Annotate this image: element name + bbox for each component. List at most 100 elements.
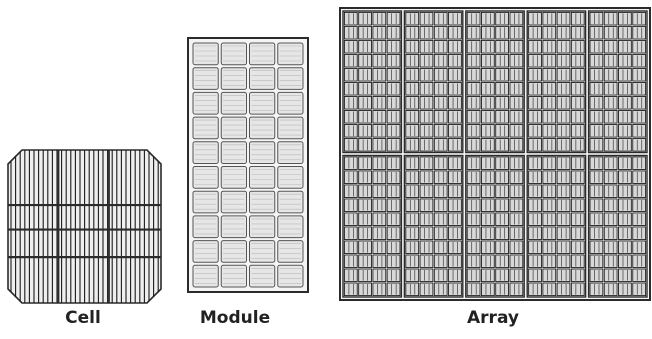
array-cell xyxy=(510,68,523,81)
array-cell xyxy=(420,171,433,184)
array-cell xyxy=(420,283,433,296)
array-cell xyxy=(344,110,357,123)
array-cell xyxy=(633,82,646,95)
array-cell xyxy=(510,199,523,212)
array-cell xyxy=(496,185,509,198)
array-cell xyxy=(406,110,419,123)
array-cell xyxy=(619,124,632,137)
array-cell xyxy=(344,269,357,282)
array-cell xyxy=(496,255,509,268)
array-cell xyxy=(449,124,462,137)
array-cell xyxy=(557,68,570,81)
array-cell xyxy=(406,171,419,184)
array-cell xyxy=(496,157,509,170)
array-cell xyxy=(420,138,433,151)
array-cell xyxy=(373,26,386,39)
array-cell xyxy=(510,213,523,226)
array-cell xyxy=(571,54,584,67)
array-cell xyxy=(557,255,570,268)
array-cell xyxy=(590,40,603,53)
array-cell xyxy=(434,199,447,212)
array-cell xyxy=(510,185,523,198)
array-cell xyxy=(557,283,570,296)
array-cell xyxy=(481,283,494,296)
array-cell xyxy=(604,255,617,268)
array-cell xyxy=(590,269,603,282)
array-cell xyxy=(619,82,632,95)
array-cell xyxy=(496,213,509,226)
array-cell xyxy=(344,68,357,81)
array-cell xyxy=(590,110,603,123)
array-cell xyxy=(434,269,447,282)
array-cell xyxy=(344,241,357,254)
array-cell xyxy=(510,40,523,53)
array-cell xyxy=(373,213,386,226)
array-cell xyxy=(557,227,570,240)
array-cell xyxy=(467,227,480,240)
array-cell xyxy=(571,124,584,137)
array-cell xyxy=(481,199,494,212)
array-cell xyxy=(467,185,480,198)
array-cell xyxy=(406,283,419,296)
array-cell xyxy=(406,213,419,226)
array-cell xyxy=(590,96,603,109)
array-cell xyxy=(543,269,556,282)
array-cell xyxy=(373,110,386,123)
array-cell xyxy=(467,82,480,95)
array-cell xyxy=(406,255,419,268)
array-cell xyxy=(420,199,433,212)
array-cell xyxy=(359,185,372,198)
array-cell xyxy=(571,283,584,296)
array-cell xyxy=(571,213,584,226)
array-cell xyxy=(359,157,372,170)
array-cell xyxy=(467,26,480,39)
array-cell xyxy=(481,171,494,184)
array-cell xyxy=(406,124,419,137)
array-cell xyxy=(406,26,419,39)
array-cell xyxy=(604,138,617,151)
array-cell xyxy=(571,82,584,95)
array-cell xyxy=(373,241,386,254)
array-cell xyxy=(420,213,433,226)
array-cell xyxy=(590,241,603,254)
array-cell xyxy=(420,68,433,81)
array-cell xyxy=(387,82,400,95)
array-cell xyxy=(590,82,603,95)
array-cell xyxy=(529,12,542,25)
array-cell xyxy=(633,199,646,212)
array-cell xyxy=(420,26,433,39)
array-cell xyxy=(543,96,556,109)
array-cell xyxy=(496,68,509,81)
array-cell xyxy=(571,96,584,109)
array-cell xyxy=(359,255,372,268)
array-cell xyxy=(619,269,632,282)
solar-module-illustration xyxy=(188,38,308,292)
array-cell xyxy=(406,185,419,198)
array-cell xyxy=(387,138,400,151)
array-cell xyxy=(604,185,617,198)
array-cell xyxy=(434,68,447,81)
array-cell xyxy=(633,40,646,53)
array-cell xyxy=(619,110,632,123)
array-cell xyxy=(373,185,386,198)
array-cell xyxy=(449,138,462,151)
array-cell xyxy=(529,26,542,39)
array-cell xyxy=(604,110,617,123)
array-cell xyxy=(543,124,556,137)
array-cell xyxy=(449,283,462,296)
array-cell xyxy=(619,40,632,53)
array-cell xyxy=(359,54,372,67)
array-cell xyxy=(590,171,603,184)
array-cell xyxy=(543,26,556,39)
array-cell xyxy=(510,110,523,123)
array-cell xyxy=(619,213,632,226)
array-cell xyxy=(387,110,400,123)
array-cell xyxy=(496,227,509,240)
array-cell xyxy=(557,54,570,67)
array-cell xyxy=(420,82,433,95)
array-cell xyxy=(510,227,523,240)
array-cell xyxy=(434,213,447,226)
array-cell xyxy=(529,255,542,268)
array-cell xyxy=(373,269,386,282)
